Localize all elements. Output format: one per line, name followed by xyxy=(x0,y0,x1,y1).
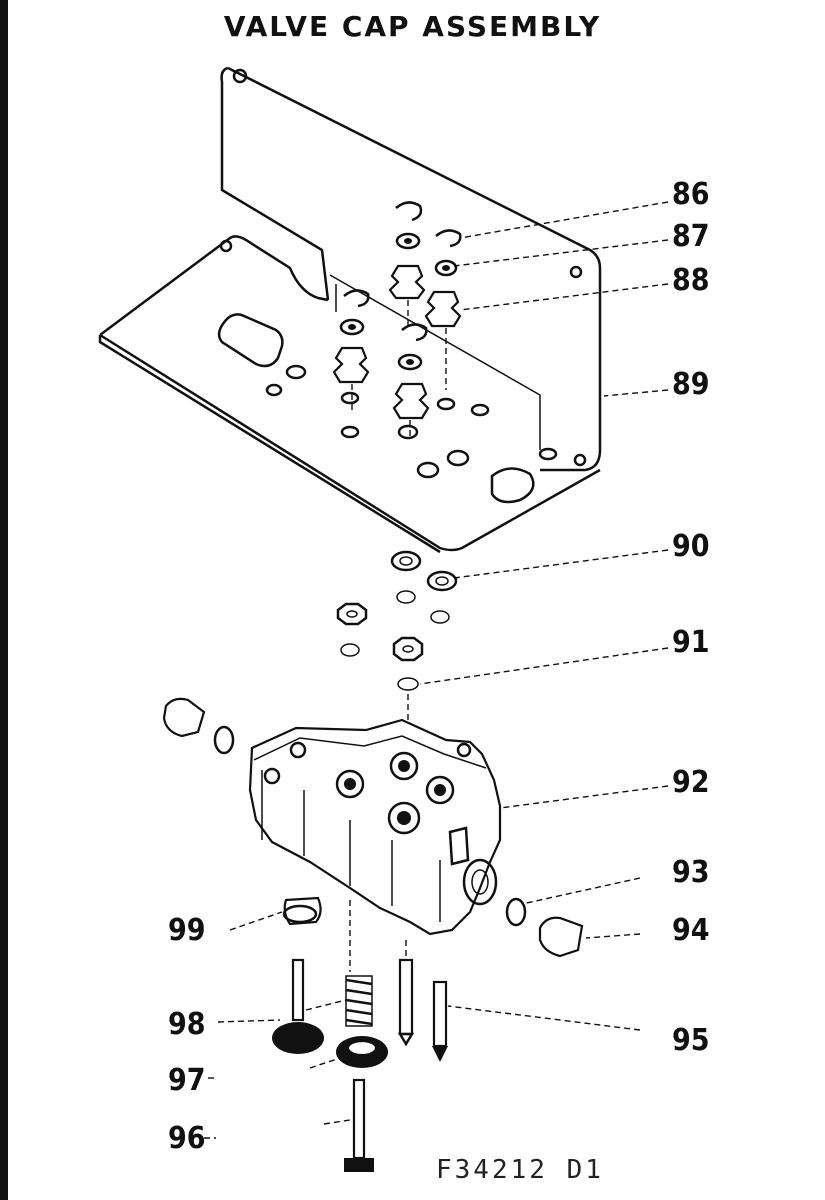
drawing-id: F34212 D1 xyxy=(436,1155,604,1185)
page-title: VALVE CAP ASSEMBLY xyxy=(223,10,602,43)
callout-87: 87 xyxy=(672,219,710,254)
callout-90: 90 xyxy=(672,529,710,564)
mounting-bracket xyxy=(98,66,602,554)
plugs-and-orings xyxy=(162,697,584,958)
washers-and-nuts xyxy=(336,550,458,760)
upper-fittings xyxy=(332,201,462,440)
callout-93: 93 xyxy=(672,855,710,890)
lower-parts xyxy=(272,900,448,1172)
callout-96: 96 xyxy=(168,1121,206,1156)
callout-89: 89 xyxy=(672,367,710,402)
callout-numbers: 86 87 88 89 90 91 92 93 94 95 96 97 98 9… xyxy=(168,177,710,1185)
callout-92: 92 xyxy=(672,765,710,800)
callout-99: 99 xyxy=(168,913,206,948)
callout-91: 91 xyxy=(672,625,710,660)
callout-98: 98 xyxy=(168,1007,206,1042)
callout-88: 88 xyxy=(672,263,710,298)
valve-cap-body xyxy=(248,718,502,936)
callout-97: 97 xyxy=(168,1063,206,1098)
callout-95: 95 xyxy=(672,1023,710,1058)
page-edge-rule xyxy=(0,0,8,1200)
leader-lines xyxy=(204,201,669,1139)
callout-94: 94 xyxy=(672,913,710,948)
callout-86: 86 xyxy=(672,177,710,212)
